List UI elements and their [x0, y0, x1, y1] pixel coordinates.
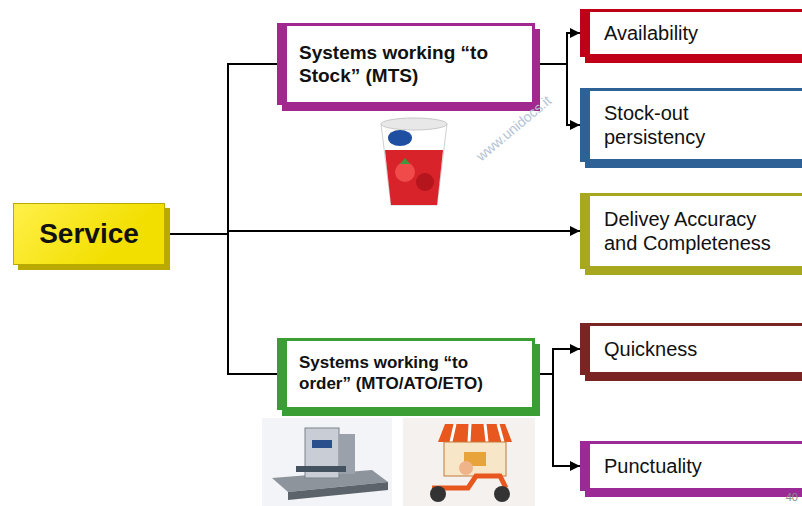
kpi-box: Punctuality [580, 441, 802, 491]
box-text: Quickness [604, 337, 697, 361]
kpi-box: Availability [580, 9, 802, 57]
yogurt-cup [381, 118, 447, 205]
connector [535, 33, 580, 64]
connector [165, 234, 277, 374]
kpi-box: Quickness [580, 323, 802, 375]
box-text: Punctuality [604, 454, 702, 478]
box-text: Availability [604, 21, 698, 45]
topic-box: Service [13, 203, 165, 265]
box-text: Service [39, 217, 139, 251]
system-box: Systems working “to Stock” (MTS) [277, 23, 535, 105]
watermark: www.unidocs.it [473, 92, 554, 164]
box-text: Systems working “to order” (MTO/ATO/ETO) [299, 353, 520, 394]
food-delivery-icon [403, 418, 535, 506]
box-text: Stock-out persistency [604, 101, 795, 150]
connector [535, 374, 580, 466]
connector [165, 64, 277, 234]
system-box: Systems working “to order” (MTO/ATO/ETO) [277, 338, 535, 410]
kpi-box: Delivey Accuracy and Completeness [580, 193, 802, 269]
connector [535, 349, 580, 374]
box-text: Delivey Accuracy and Completeness [604, 207, 795, 256]
machine-tool [262, 418, 392, 506]
box-text: Systems working “to Stock” (MTS) [299, 41, 520, 87]
kpi-box: Stock-out persistency [580, 88, 802, 162]
page-number: 40 [786, 491, 798, 503]
